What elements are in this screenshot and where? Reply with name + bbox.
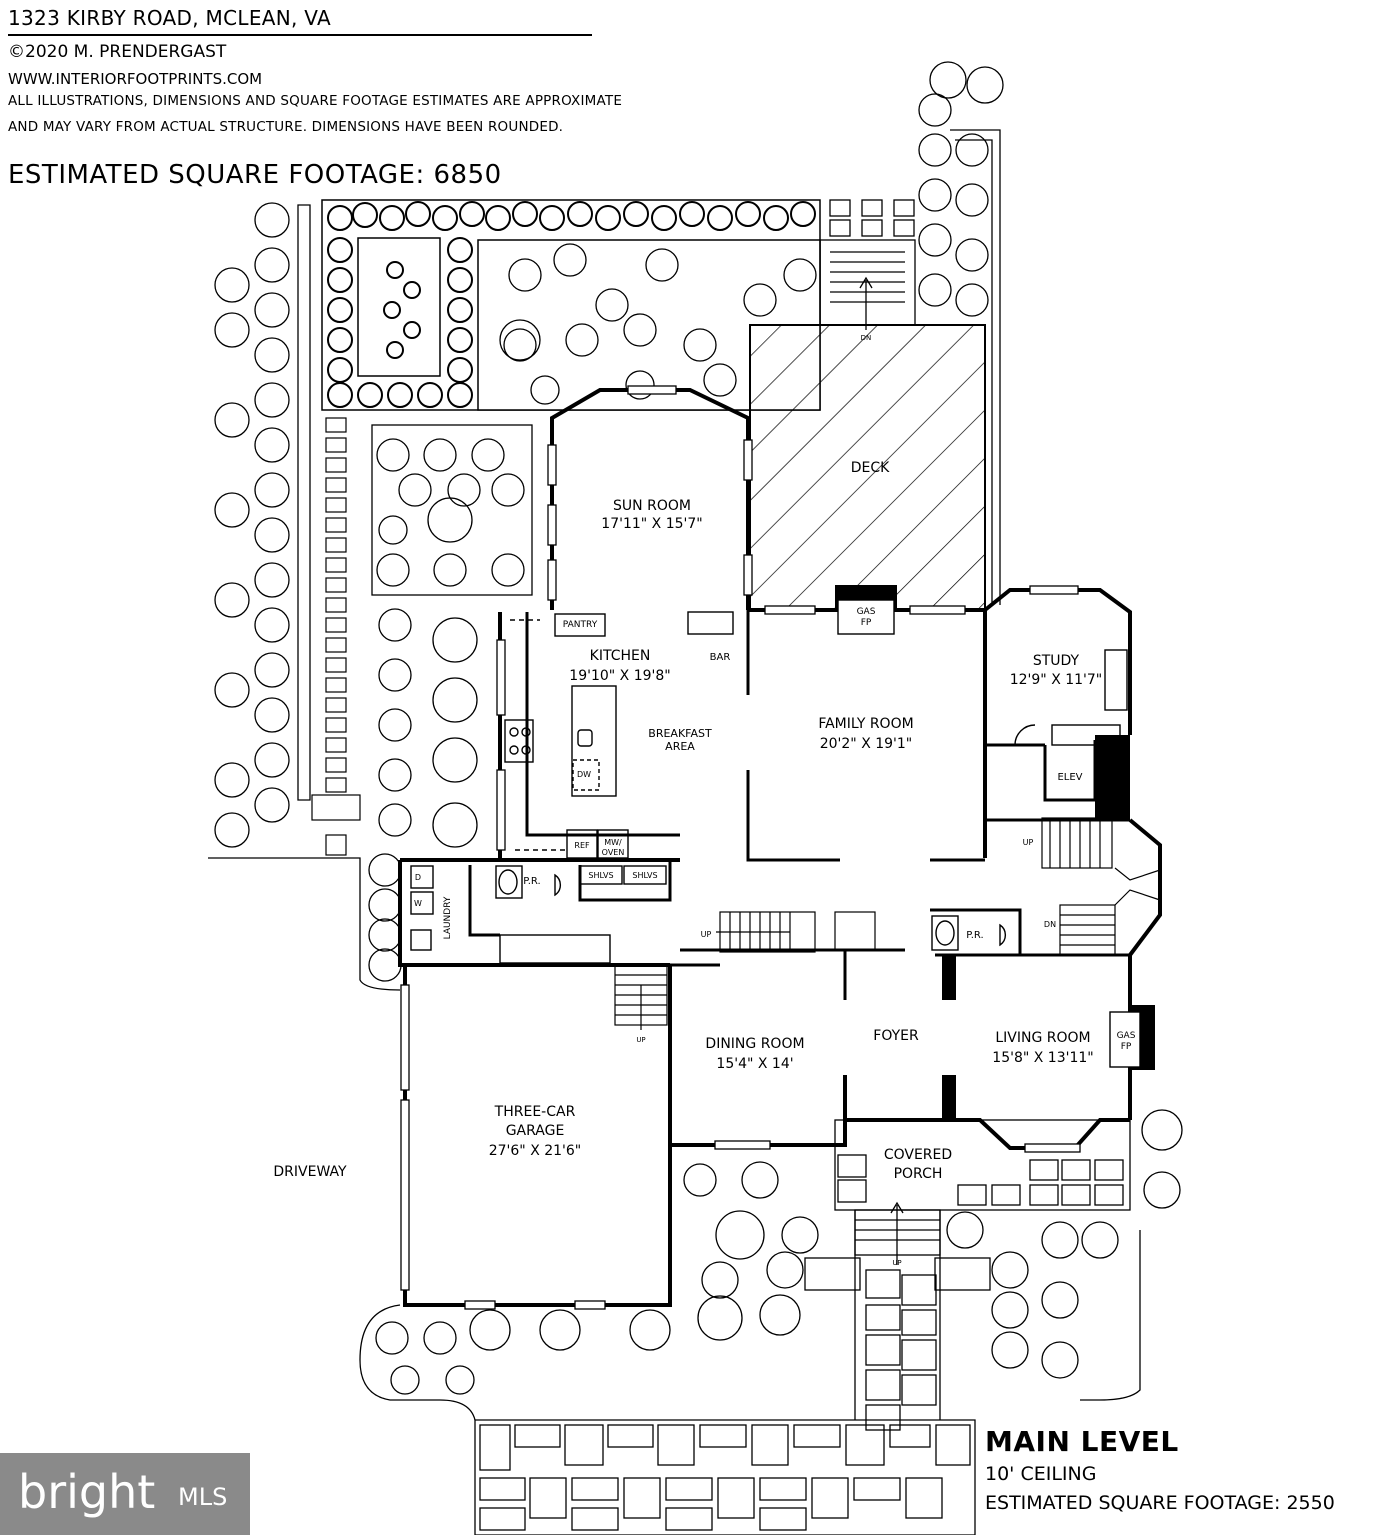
label-living-room: LIVING ROOM	[995, 1030, 1090, 1046]
bright-mls-badge: bright MLS	[0, 1453, 250, 1535]
copyright-line: ©2020 M. PRENDERGAST	[8, 42, 227, 62]
label-study: STUDY	[1033, 653, 1080, 669]
dims-study: 12'9" X 11'7"	[1010, 672, 1103, 688]
label-shlvs-1: SHLVS	[588, 871, 613, 880]
label-breakfast: BREAKFAST	[648, 727, 712, 740]
label-gas-family: GAS	[857, 607, 876, 617]
study-built-ins	[1014, 649, 1128, 746]
kitchen-fixtures	[504, 611, 734, 859]
stepping-stones	[311, 417, 361, 856]
label-laundry: LAUNDRY	[443, 896, 453, 939]
solid-wall-blocks	[835, 585, 1155, 1120]
label-sun-room: SUN ROOM	[613, 498, 691, 514]
label-dryer: D	[415, 873, 421, 882]
label-garage-2: GARAGE	[506, 1123, 565, 1139]
label-foyer: FOYER	[873, 1028, 919, 1044]
tree-line-right	[918, 61, 1004, 605]
label-elev: ELEV	[1057, 772, 1082, 783]
label-oven: OVEN	[602, 848, 625, 857]
title-rule	[8, 34, 592, 36]
label-porch: PORCH	[894, 1166, 943, 1182]
label-up-garage: UP	[636, 1036, 645, 1044]
dims-garage: 27'6" X 21'6"	[489, 1143, 582, 1159]
address-title: 1323 KIRBY ROAD, MCLEAN, VA	[8, 6, 331, 30]
label-driveway: DRIVEWAY	[273, 1164, 347, 1180]
shrub-field-front	[359, 1109, 1183, 1421]
flagstone-patio	[474, 1419, 976, 1535]
website-line: WWW.INTERIORFOOTPRINTS.COM	[8, 70, 263, 88]
label-fp-living: FP	[1121, 1042, 1132, 1052]
label-up-rear: UP	[1023, 838, 1034, 847]
shrub-field-upper	[499, 243, 817, 405]
label-dw: DW	[577, 770, 591, 779]
brand-wordmark: bright	[18, 1465, 156, 1519]
level-title: MAIN LEVEL	[985, 1425, 1179, 1458]
ceiling-height: 10' CEILING	[985, 1463, 1097, 1485]
dims-sun-room: 17'11" X 15'7"	[601, 516, 702, 532]
label-kitchen: KITCHEN	[590, 648, 651, 664]
label-garage: THREE-CAR	[494, 1104, 576, 1120]
shrub-field-lower	[208, 608, 478, 991]
label-bar: BAR	[710, 652, 731, 663]
tree-line-left	[214, 202, 311, 848]
total-square-footage: ESTIMATED SQUARE FOOTAGE: 6850	[8, 160, 502, 190]
mls-wordmark: MLS	[178, 1483, 228, 1511]
label-mw: MW/	[604, 838, 622, 847]
label-family-room: FAMILY ROOM	[818, 716, 913, 732]
dims-dining-room: 15'4" X 14'	[716, 1056, 793, 1072]
dims-family-room: 20'2" X 19'1"	[820, 736, 913, 752]
disclaimer-line-2: AND MAY VARY FROM ACTUAL STRUCTURE. DIME…	[8, 119, 564, 135]
deck-steps	[819, 199, 916, 330]
label-pr-2: P.R.	[966, 930, 983, 941]
label-dn-rear: DN	[1044, 920, 1056, 929]
level-square-footage: ESTIMATED SQUARE FOOTAGE: 2550	[985, 1492, 1335, 1514]
label-covered-porch: COVERED	[884, 1147, 952, 1163]
plan-labels: SUN ROOM 17'11" X 15'7" DECK KITCHEN 19'…	[273, 334, 1135, 1267]
label-washer: W	[414, 899, 422, 908]
label-breakfast-area: AREA	[665, 740, 695, 753]
stairs	[614, 817, 1161, 1030]
dims-kitchen: 19'10" X 19'8"	[569, 668, 670, 684]
label-ref: REF	[574, 841, 590, 850]
label-shlvs-2: SHLVS	[632, 871, 657, 880]
utility-fixtures	[410, 865, 1006, 964]
windows	[400, 385, 1081, 1310]
label-pantry: PANTRY	[563, 620, 598, 630]
label-pr-1: P.R.	[523, 876, 540, 887]
label-deck: DECK	[851, 460, 890, 476]
label-up-porch: UP	[892, 1259, 901, 1267]
fireplaces	[837, 599, 1141, 1068]
label-fp-family: FP	[861, 618, 872, 628]
disclaimer-line-1: ALL ILLUSTRATIONS, DIMENSIONS AND SQUARE…	[8, 93, 623, 109]
label-dn-deck: DN	[861, 334, 872, 342]
deck-area	[749, 324, 986, 611]
dims-living-room: 15'8" X 13'11"	[992, 1050, 1093, 1066]
label-dining-room: DINING ROOM	[705, 1036, 804, 1052]
shrub-field-middle	[371, 424, 533, 596]
porch-and-walk	[804, 1119, 1131, 1431]
label-up-main: UP	[701, 930, 712, 939]
label-gas-living: GAS	[1117, 1031, 1136, 1041]
